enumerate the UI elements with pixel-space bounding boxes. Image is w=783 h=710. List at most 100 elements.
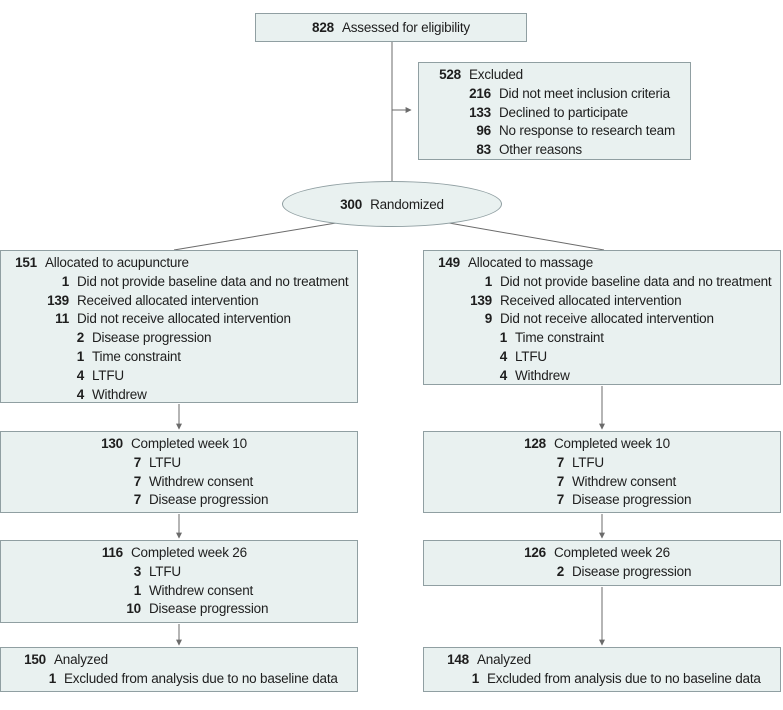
count-value: 116 [101,545,123,560]
flow-line: 10 Disease progression [87,600,357,619]
line-label: LTFU [92,367,124,383]
ellipse-randomized: 300 Randomized [282,181,502,227]
flow-line: 528 Excluded [425,66,690,85]
count-value: 7 [556,473,565,489]
line-label: Time constraint [515,330,604,346]
flow-line: 9 Did not receive allocated intervention [424,310,780,329]
count-value: 4 [499,348,508,364]
line-label: Withdrew consent [149,582,254,598]
count-value: 1 [76,348,85,364]
line-label: Received allocated intervention [500,292,682,308]
count-value: 1 [499,330,508,346]
flow-line: 2 Disease progression [1,329,357,348]
count-value: 4 [499,367,508,383]
count-value: 828 [312,20,334,35]
line-label: Completed week 26 [131,545,247,560]
flow-line: 4 Withdrew [1,386,357,405]
count-value: 216 [469,85,491,101]
flow-line: 7 Withdrew consent [510,473,780,492]
line-label: Analyzed [477,652,531,667]
flow-line: 1 Did not provide baseline data and no tr… [1,273,357,292]
count-value: 151 [15,255,37,270]
flow-line: 828 Assessed for eligibility [312,20,470,35]
flow-line: 1 Excluded from analysis due to no baseli… [10,670,357,689]
line-label: Withdrew consent [572,473,677,489]
count-value: 300 [340,196,363,212]
line-label: Withdrew consent [149,473,254,489]
count-value: 528 [439,67,461,82]
line-label: Did not provide baseline data and no tre… [77,273,349,289]
line-label: Randomized [370,196,444,212]
line-label: Assessed for eligibility [341,20,470,35]
flow-line: 128 Completed week 10 [510,435,780,454]
line-label: Disease progression [149,492,269,508]
line-label: Did not receive allocated intervention [500,311,714,327]
count-value: 10 [126,601,141,617]
line-label: Withdrew [92,386,147,402]
connector-randomized-to-acupuncture [173,222,337,251]
count-value: 1 [48,670,57,686]
count-value: 150 [24,652,46,667]
count-value: 9 [484,311,493,327]
line-label: Completed week 10 [131,436,247,451]
line-label: Withdrew [515,367,570,383]
count-value: 126 [524,545,546,560]
line-label: Excluded [469,67,523,82]
count-value: 130 [101,436,123,451]
count-value: 128 [524,436,546,451]
count-value: 1 [61,273,70,289]
count-value: 3 [133,563,142,579]
line-label: Disease progression [92,330,212,346]
count-value: 4 [76,386,85,402]
line-label: LTFU [149,563,181,579]
flow-line: 1 Time constraint [424,329,780,348]
line-label: Excluded from analysis due to no baselin… [64,670,338,686]
line-label: LTFU [572,454,604,470]
flow-line: 3 LTFU [87,563,357,582]
flow-line: 4 Withdrew [424,367,780,386]
flow-line: 300 Randomized [340,197,444,212]
line-label: Excluded from analysis due to no baselin… [487,670,761,686]
line-label: Other reasons [499,142,582,158]
count-value: 139 [47,292,69,308]
line-label: Time constraint [92,348,181,364]
line-label: Completed week 10 [554,436,670,451]
count-value: 2 [556,563,565,579]
line-label: Completed week 26 [554,545,670,560]
flow-line: 139 Received allocated intervention [424,292,780,311]
count-value: 11 [55,311,69,327]
count-value: 7 [556,492,565,508]
line-label: Disease progression [149,601,269,617]
count-value: 7 [556,454,565,470]
line-label: LTFU [149,454,181,470]
flow-line: 1 Time constraint [1,348,357,367]
box-assessed-for-eligibility: 828 Assessed for eligibility [255,13,527,42]
count-value: 139 [470,292,492,308]
flow-line: 116 Completed week 26 [87,544,357,563]
count-value: 2 [76,330,85,346]
